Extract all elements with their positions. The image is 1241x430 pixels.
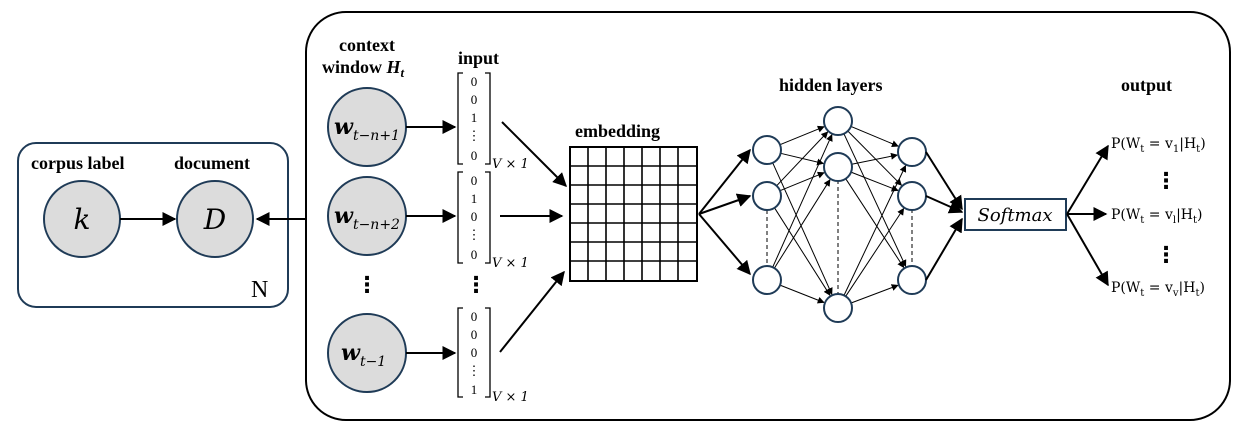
hidden-node-l2-1: [823, 106, 853, 136]
d-node-label: D: [203, 203, 226, 236]
hidden-node-l1-3: [752, 265, 782, 295]
hidden-layer-nodes: [752, 106, 927, 323]
svg-text:0: 0: [471, 173, 478, 188]
hidden-edge-l1-2-2: [779, 171, 825, 192]
svg-text:0: 0: [471, 92, 478, 107]
plate-box: [17, 142, 289, 308]
hidden-edge-l2-3-1: [843, 164, 907, 296]
embedding-to-hidden-arrow-3: [698, 213, 751, 276]
hidden-edge-l1-2-3: [774, 207, 831, 296]
output-item-1: P(Wt = v1|Ht): [1111, 136, 1206, 155]
svg-text:0: 0: [471, 148, 478, 163]
input3-to-embedding-arrow: [499, 270, 565, 353]
hidden-edge-l2-3-2: [845, 207, 905, 297]
plate-n-label: N: [251, 277, 268, 303]
input-heading: input: [458, 48, 499, 68]
hidden-layer-edges: [772, 125, 907, 304]
softmax-to-output-arrow-1: [1066, 144, 1109, 215]
softmax-to-output-arrow-3: [1066, 213, 1109, 287]
svg-text:1: 1: [471, 191, 478, 206]
svg-text:0: 0: [471, 74, 478, 89]
context-node-1: wt−n+1: [327, 87, 407, 167]
main-box: [305, 11, 1231, 421]
svg-text:wt−1: wt−1: [341, 340, 386, 370]
input-vector-1: 0 0 1 ⋮ 0 V × 1: [457, 72, 529, 172]
output-ellipsis-1: ⋮: [1155, 169, 1177, 194]
hidden-edge-l1-1-1: [779, 125, 825, 146]
context-node-3: wt−1: [327, 313, 407, 393]
hidden-to-softmax-arrow-1: [925, 151, 963, 211]
k-node-label: k: [74, 203, 91, 236]
softmax-label: Softmax: [977, 205, 1052, 226]
input1-to-embedding-arrow: [501, 121, 567, 187]
hidden-edge-l2-2-3: [845, 178, 905, 269]
svg-text:1: 1: [471, 382, 478, 397]
output-item-2: P(Wt = vl|Ht): [1111, 207, 1203, 226]
hidden-edge-l2-2-1: [851, 152, 898, 165]
embedding-grid: [569, 146, 698, 282]
hidden-edge-l1-3-2: [773, 179, 831, 269]
svg-text:⋮: ⋮: [468, 128, 481, 143]
context-heading-line2: window Ht: [322, 57, 405, 80]
svg-text:V × 1: V × 1: [492, 157, 529, 172]
embedding-to-hidden-arrow-2: [698, 193, 752, 215]
hidden-edge-l2-1-1: [850, 125, 899, 147]
svg-text:0: 0: [471, 209, 478, 224]
svg-text:wt−n+2: wt−n+2: [334, 203, 400, 233]
svg-text:V × 1: V × 1: [492, 390, 529, 405]
svg-text:⋮: ⋮: [468, 227, 481, 242]
hidden-node-l3-1: [897, 137, 927, 167]
hidden-to-softmax-arrow-2: [925, 195, 964, 214]
context-ellipsis: ⋮: [356, 273, 378, 298]
output-heading: output: [1121, 75, 1172, 95]
d-node: [176, 180, 254, 258]
input-vector-3: 0 0 0 ⋮ 1 V × 1: [457, 307, 529, 405]
context-heading-line1: context: [339, 35, 395, 55]
hidden-edge-l1-1-3: [772, 162, 833, 295]
hidden-node-l3-2: [897, 181, 927, 211]
hidden-edge-l1-3-1: [772, 134, 833, 268]
input-ellipsis: ⋮: [465, 273, 487, 298]
hidden-edge-l2-1-3: [843, 133, 907, 268]
svg-text:0: 0: [471, 309, 478, 324]
input-vector-2: 0 1 0 ⋮ 0 V × 1: [457, 171, 529, 271]
hidden-layers-heading: hidden layers: [779, 75, 883, 95]
svg-text:0: 0: [471, 247, 478, 262]
corpus-label-heading: corpus label: [31, 153, 125, 173]
hidden-edge-l2-2-2: [850, 171, 899, 192]
hidden-node-l1-1: [752, 135, 782, 165]
document-heading: document: [174, 153, 250, 173]
hidden-edge-l1-3-3: [779, 284, 825, 304]
svg-text:0: 0: [471, 327, 478, 342]
svg-text:0: 0: [471, 345, 478, 360]
context-node-2: wt−n+2: [327, 176, 407, 256]
svg-text:⋮: ⋮: [468, 363, 481, 378]
output-item-3: P(Wt = vv|Ht): [1111, 280, 1205, 299]
hidden-edge-l1-2-1: [776, 131, 829, 187]
output-ellipsis-2: ⋮: [1155, 243, 1177, 268]
svg-text:wt−n+1: wt−n+1: [334, 114, 400, 144]
hidden-edge-l2-3-3: [850, 284, 899, 304]
hidden-edge-l2-1-2: [847, 130, 902, 186]
hidden-to-softmax-arrow-3: [925, 217, 963, 281]
embedding-heading: embedding: [575, 121, 660, 141]
hidden-node-l1-2: [752, 181, 782, 211]
hidden-node-l2-2: [823, 152, 853, 182]
svg-text:1: 1: [471, 110, 478, 125]
hidden-node-l3-3: [897, 265, 927, 295]
hidden-node-l2-3: [823, 293, 853, 323]
softmax-box: [964, 198, 1067, 231]
embedding-to-hidden-arrow-1: [698, 148, 751, 215]
svg-text:V × 1: V × 1: [492, 256, 529, 271]
